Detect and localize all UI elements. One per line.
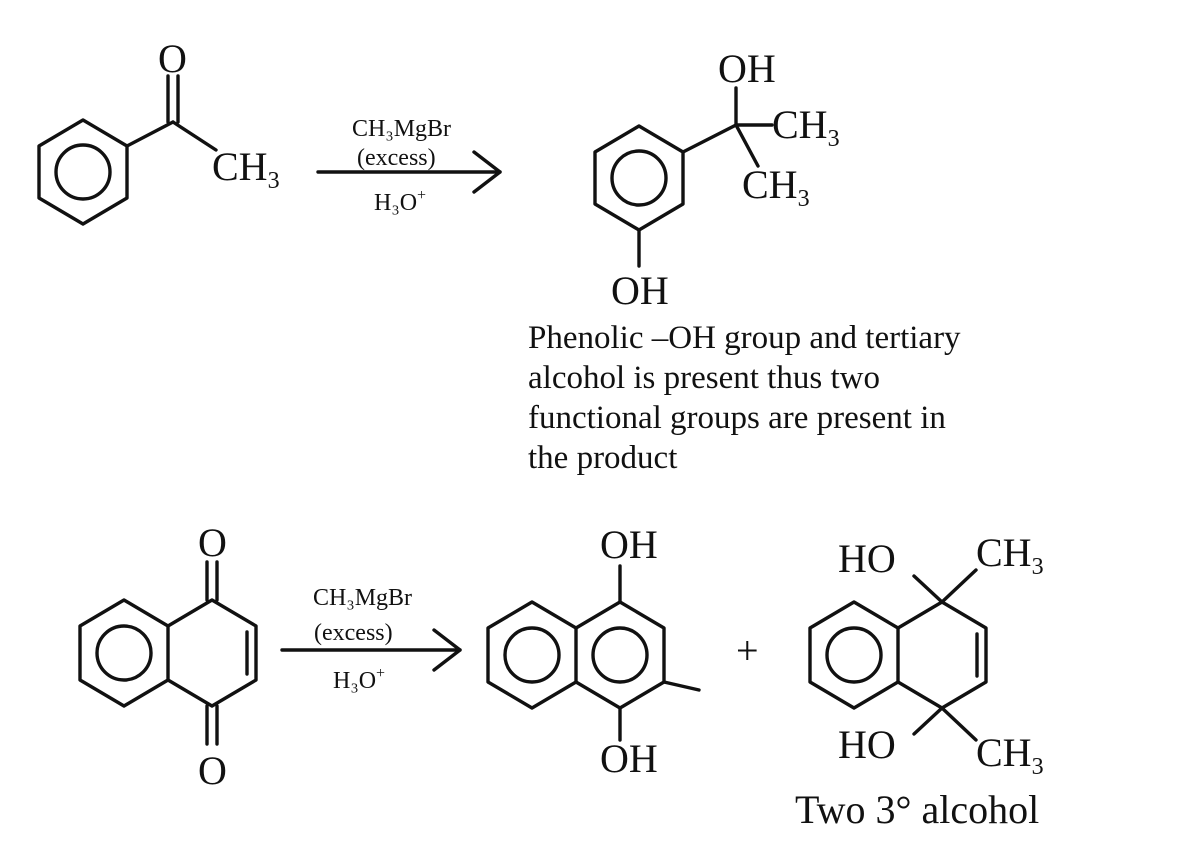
methyl-b-label: CH3 [742,162,810,212]
product-b-bottom-ho-bond [912,706,944,736]
quinone-ring [166,598,258,708]
aromatic-circle [54,143,112,201]
product-a-bottom-oh-label: OH [600,736,658,781]
methyl-label: CH3 [212,144,280,194]
methyl-a-label: CH3 [772,102,840,152]
product-b-top-ch3-bond [940,568,978,604]
ring-to-carbonyl-bond [125,120,175,148]
note-line: the product [528,440,678,476]
dihydronaphthalenediol-structure: HO CH3 HO CH3 [808,530,1044,780]
product-1-aromatic-circle [610,149,668,207]
arrow-2-reagent-mid: (excess) [314,620,393,646]
arrow-1-reagent-top: CH₃MgBr [352,116,451,142]
benzo-ring [78,598,170,708]
product-b-benzo-ring [808,600,900,710]
product-a-left-ring [486,600,578,710]
tertiary-oh-label: OH [718,46,776,91]
naphthoquinone-structure: O O [78,520,258,793]
reaction-arrow-2: CH₃MgBr (excess) H₃O+ [280,585,462,694]
benzene-ring [37,118,129,226]
product-a-top-oh-label: OH [600,522,658,567]
phenol-oh-label: OH [611,268,669,313]
carbonyl-to-methyl-bond [171,120,218,152]
acetophenone-structure: O CH3 [37,36,280,226]
product-a-left-aromatic-circle [503,626,561,684]
product-b-bottom-ch3-bond [940,706,978,742]
product-a-right-ring [574,600,666,710]
carbinol-to-methyl-b-bond [734,123,760,168]
product-1-note: Phenolic –OH group and tertiary alcohol … [528,318,1048,478]
carbonyl-oxygen-label: O [158,36,187,81]
product-b-diol-ring [896,600,988,710]
reaction-arrow-1: CH₃MgBr (excess) H₃O+ [316,116,502,216]
ring-to-carbinol-bond [681,123,738,154]
note-line: alcohol is present thus two [528,360,880,396]
plus-sign: + [736,628,759,673]
arrow-1-head [472,150,502,194]
naphthalenediol-structure: OH OH [486,522,701,781]
product-b-top-ho-label: HO [838,536,896,581]
arrow-1-reagent-bottom: H₃O+ [374,187,426,216]
product-a-methyl-bond [662,680,701,692]
arrow-2-reagent-top: CH₃MgBr [313,585,412,611]
bottom-oxygen-label: O [198,748,227,793]
product-1-structure: OH CH3 CH3 OH [593,46,840,313]
product-b-top-ho-bond [912,574,944,604]
product-b-top-ch3-label: CH3 [976,530,1044,580]
top-oxygen-label: O [198,520,227,565]
arrow-2-head [432,628,462,672]
product-b-bottom-ho-label: HO [838,722,896,767]
product-a-right-aromatic-circle [591,626,649,684]
note-line: functional groups are present in [528,400,946,436]
product-b-aromatic-circle [825,626,883,684]
product-1-benzene-ring [593,124,685,232]
arrow-1-reagent-mid: (excess) [357,145,436,171]
product-b-caption: Two 3° alcohol [795,787,1040,832]
note-line: Phenolic –OH group and tertiary [528,320,961,356]
product-b-bottom-ch3-label: CH3 [976,730,1044,780]
arrow-2-reagent-bottom: H₃O+ [333,665,385,694]
benzo-aromatic-circle [95,624,153,682]
